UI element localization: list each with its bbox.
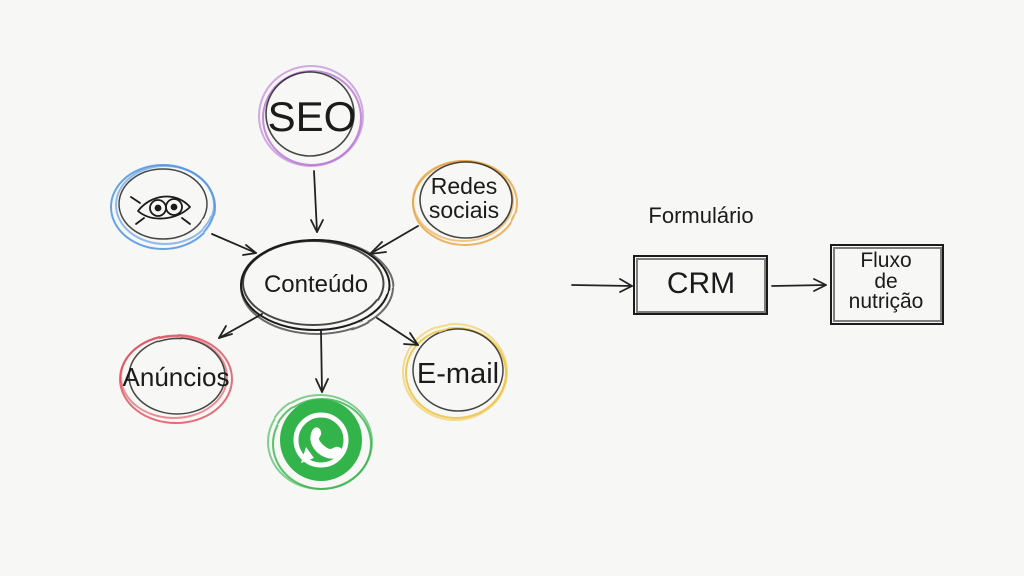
content-to-whatsapp-arrow <box>320 330 323 393</box>
seo-node-label: SEO <box>267 93 357 140</box>
redes-sociais-node-circle <box>412 160 518 246</box>
nutrition-box <box>830 244 944 325</box>
seo-to-content-arrow <box>313 170 318 233</box>
anuncios-node-circle <box>119 334 233 424</box>
email-node-circle <box>402 323 508 421</box>
conteudo-node-ellipse <box>240 239 394 335</box>
crm-label: CRM <box>666 267 736 300</box>
form-label: Formulário <box>648 203 754 228</box>
top-left-icon-node-circle <box>110 164 216 250</box>
ads-node-label: Anúncios <box>122 362 230 392</box>
content-node-label: Conteúdo <box>263 271 369 298</box>
nutrition-flow-label: Fluxo de nutrição <box>848 249 924 314</box>
seo-node-circle <box>258 65 364 167</box>
top-left-icon-to-content-arrow <box>211 233 257 254</box>
eye-sketch-icon <box>130 195 191 225</box>
content-to-ads-arrow <box>218 313 263 339</box>
flow-entry-arrow <box>571 284 633 287</box>
crm-to-nutrition-arrow <box>771 284 827 287</box>
whatsapp-node-circle <box>267 394 373 490</box>
social-to-content-arrow <box>369 225 419 255</box>
email-node-label: E-mail <box>416 358 500 390</box>
crm-box <box>633 255 768 315</box>
social-node-label: Redes sociais <box>428 173 500 224</box>
whatsapp-icon <box>280 399 362 481</box>
content-to-email-arrow <box>376 317 419 346</box>
